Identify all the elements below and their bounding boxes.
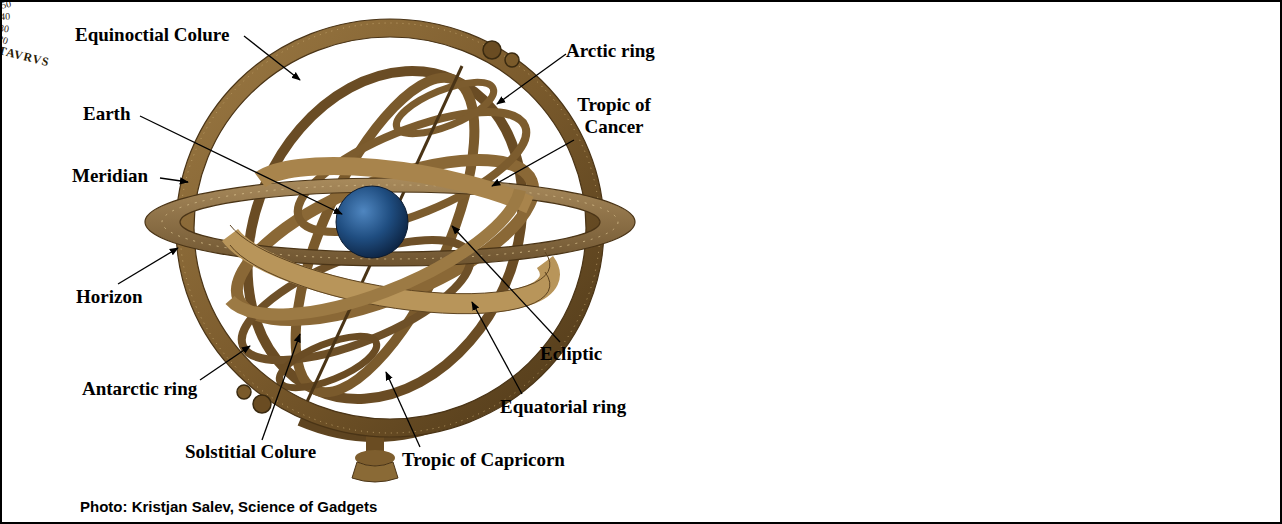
meridian-edge bbox=[194, 37, 586, 419]
front-rings bbox=[230, 166, 550, 314]
part-label: Tropic of Capricorn bbox=[402, 449, 565, 471]
leader-line bbox=[118, 248, 178, 284]
part-label: Earth bbox=[83, 103, 131, 125]
leader-line bbox=[262, 334, 300, 440]
leader-line bbox=[497, 54, 566, 104]
part-label: Tropic of Cancer bbox=[562, 94, 666, 138]
part-label: Equatorial ring bbox=[500, 396, 626, 418]
leader-line bbox=[140, 116, 342, 214]
earth-globe bbox=[336, 186, 408, 258]
polar-axis bbox=[306, 66, 462, 404]
equatorial-ring bbox=[217, 127, 553, 353]
stand-foot bbox=[352, 462, 398, 482]
leader-line bbox=[472, 302, 522, 394]
equinoctial-colure-ring bbox=[259, 54, 511, 415]
leader-line bbox=[200, 346, 250, 380]
meridian-clamp bbox=[483, 41, 501, 59]
part-label: Equinoctial Colure bbox=[75, 24, 229, 46]
meridian-clamp bbox=[237, 385, 251, 399]
meridian-edge bbox=[176, 19, 604, 437]
arctic-ring bbox=[390, 72, 500, 144]
engraved-text: TAVRVS bbox=[0, 44, 1244, 367]
meridian-band bbox=[185, 28, 595, 428]
leader-line bbox=[160, 178, 188, 182]
scale-number: 40 bbox=[0, 0, 1282, 22]
part-label: Arctic ring bbox=[566, 40, 655, 62]
part-label: Ecliptic bbox=[540, 343, 602, 365]
leader-line bbox=[452, 226, 560, 342]
scale-number: 50 bbox=[0, 0, 1256, 11]
leader-line bbox=[244, 36, 300, 80]
leader-line bbox=[492, 140, 574, 186]
meridian-clamp bbox=[505, 53, 519, 67]
photo-credit: Photo: Kristjan Salev, Science of Gadget… bbox=[80, 498, 377, 516]
part-label: Meridian bbox=[72, 165, 148, 187]
part-label: Solstitial Colure bbox=[185, 441, 316, 463]
part-label: Antarctic ring bbox=[82, 378, 197, 400]
meridian-clamp bbox=[253, 395, 271, 413]
part-label: Horizon bbox=[76, 286, 143, 308]
horizon-ring bbox=[145, 178, 635, 266]
leader-line bbox=[386, 372, 420, 447]
meridian-ring bbox=[176, 19, 604, 437]
ecliptic-edge bbox=[230, 225, 550, 294]
ecliptic-band-back bbox=[260, 166, 530, 205]
meridian-scale bbox=[180, 23, 600, 433]
